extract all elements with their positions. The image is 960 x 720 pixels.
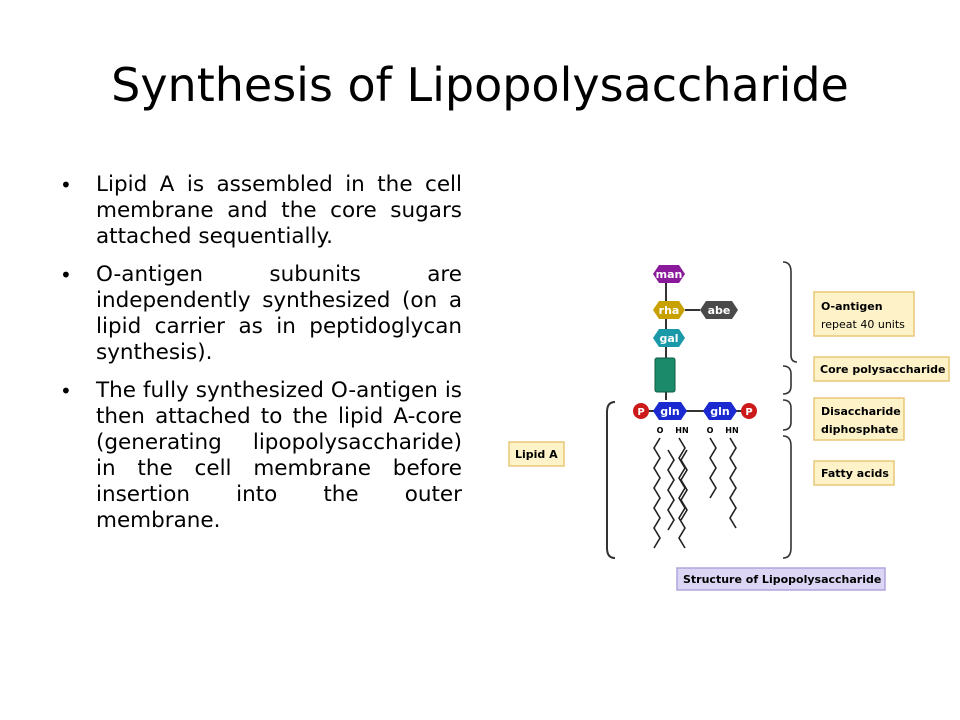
label-fatty-acids-box: [813, 460, 895, 486]
label-lipid-a-text: Lipid A: [515, 448, 558, 461]
diagram-caption: Structure of Lipopolysaccharide: [676, 567, 886, 591]
fatty-acid-chain: [709, 437, 717, 499]
label-core-box: [813, 356, 950, 382]
sugar-gln-left: gln: [653, 402, 687, 420]
label-o-antigen-box: [813, 291, 915, 337]
lps-structure-diagram: man rha abe gal P gln gln P O HN O HN: [508, 261, 950, 591]
label-fatty-acids: Fatty acids: [813, 460, 895, 486]
label-disaccharide-line2: diphosphate: [821, 423, 898, 436]
sugar-gln-right-label: gln: [710, 405, 729, 418]
phosphate-left: P: [633, 403, 649, 419]
bullet-item: • Lipid A is assembled in the cell membra…: [58, 172, 462, 250]
sugar-gal: gal: [653, 329, 685, 347]
sugar-rha-label: rha: [659, 304, 680, 317]
bullet-dot-icon: •: [60, 379, 72, 403]
sugar-gln-right: gln: [703, 402, 737, 420]
label-disaccharide-box: [813, 397, 905, 441]
sugar-rha: rha: [653, 301, 685, 319]
link-label-o-right: O: [707, 426, 714, 435]
sugar-gln-left-shape: [653, 402, 687, 420]
sugar-gln-left-label: gln: [660, 405, 679, 418]
label-disaccharide-line1: Disaccharide: [821, 405, 901, 418]
label-disaccharide: Disaccharide diphosphate: [813, 397, 905, 441]
fatty-acid-chain: [667, 449, 675, 531]
phosphate-right-label: P: [745, 407, 752, 418]
sugar-abe-shape: [700, 301, 738, 319]
label-lipid-a-box: [508, 441, 565, 467]
label-o-antigen-line1: O-antigen: [821, 300, 883, 313]
sugar-abe: abe: [700, 301, 738, 319]
disaccharide-brace: [782, 399, 792, 431]
phosphate-left-shape: [633, 403, 649, 419]
core-brace: [782, 365, 792, 395]
label-o-antigen-line2: repeat 40 units: [821, 318, 905, 331]
o-antigen-brace: [782, 261, 798, 363]
label-o-antigen: O-antigen repeat 40 units: [813, 291, 915, 337]
sugar-man: man: [653, 265, 685, 283]
bullet-item: • O-antigen subunits are independently sy…: [58, 262, 462, 366]
phosphate-right-shape: [741, 403, 757, 419]
bullet-text: O-antigen subunits are independently syn…: [96, 262, 462, 365]
sugar-gln-right-shape: [703, 402, 737, 420]
bullet-text: Lipid A is assembled in the cell membran…: [96, 172, 462, 249]
fatty-acids-brace: [782, 435, 792, 559]
label-fatty-acids-text: Fatty acids: [821, 467, 889, 480]
sugar-gal-label: gal: [659, 332, 678, 345]
bullet-dot-icon: •: [60, 263, 72, 287]
lipid-a-bracket: [606, 401, 616, 559]
diagram-caption-box: [676, 567, 886, 591]
label-core-text: Core polysaccharide: [820, 363, 946, 376]
bullet-text: The fully synthesized O-antigen is then …: [96, 378, 462, 533]
bullet-item: • The fully synthesized O-antigen is then…: [58, 378, 462, 534]
fatty-acid-chain: [678, 437, 686, 549]
link-label-o-left: O: [657, 426, 664, 435]
diagram-caption-text: Structure of Lipopolysaccharide: [683, 573, 881, 586]
bullet-dot-icon: •: [60, 173, 72, 197]
link-label-hn-left: HN: [675, 426, 688, 435]
link-label-hn-right: HN: [725, 426, 738, 435]
slide-title: Synthesis of Lipopolysaccharide: [111, 58, 849, 112]
label-core-polysaccharide: Core polysaccharide: [813, 356, 950, 382]
sugar-man-label: man: [656, 268, 683, 281]
fatty-acid-chain: [680, 449, 688, 521]
sugar-abe-label: abe: [708, 304, 731, 317]
label-lipid-a: Lipid A: [508, 441, 565, 467]
sugar-man-shape: [653, 265, 685, 283]
sugar-rha-shape: [653, 301, 685, 319]
phosphate-right: P: [741, 403, 757, 419]
sugar-gal-shape: [653, 329, 685, 347]
phosphate-left-label: P: [637, 407, 644, 418]
bullet-list: • Lipid A is assembled in the cell membra…: [58, 172, 462, 546]
fatty-acid-chain: [729, 437, 737, 529]
fatty-acid-chains: [653, 437, 737, 549]
core-block: [654, 357, 676, 393]
fatty-acid-chain: [653, 437, 661, 549]
